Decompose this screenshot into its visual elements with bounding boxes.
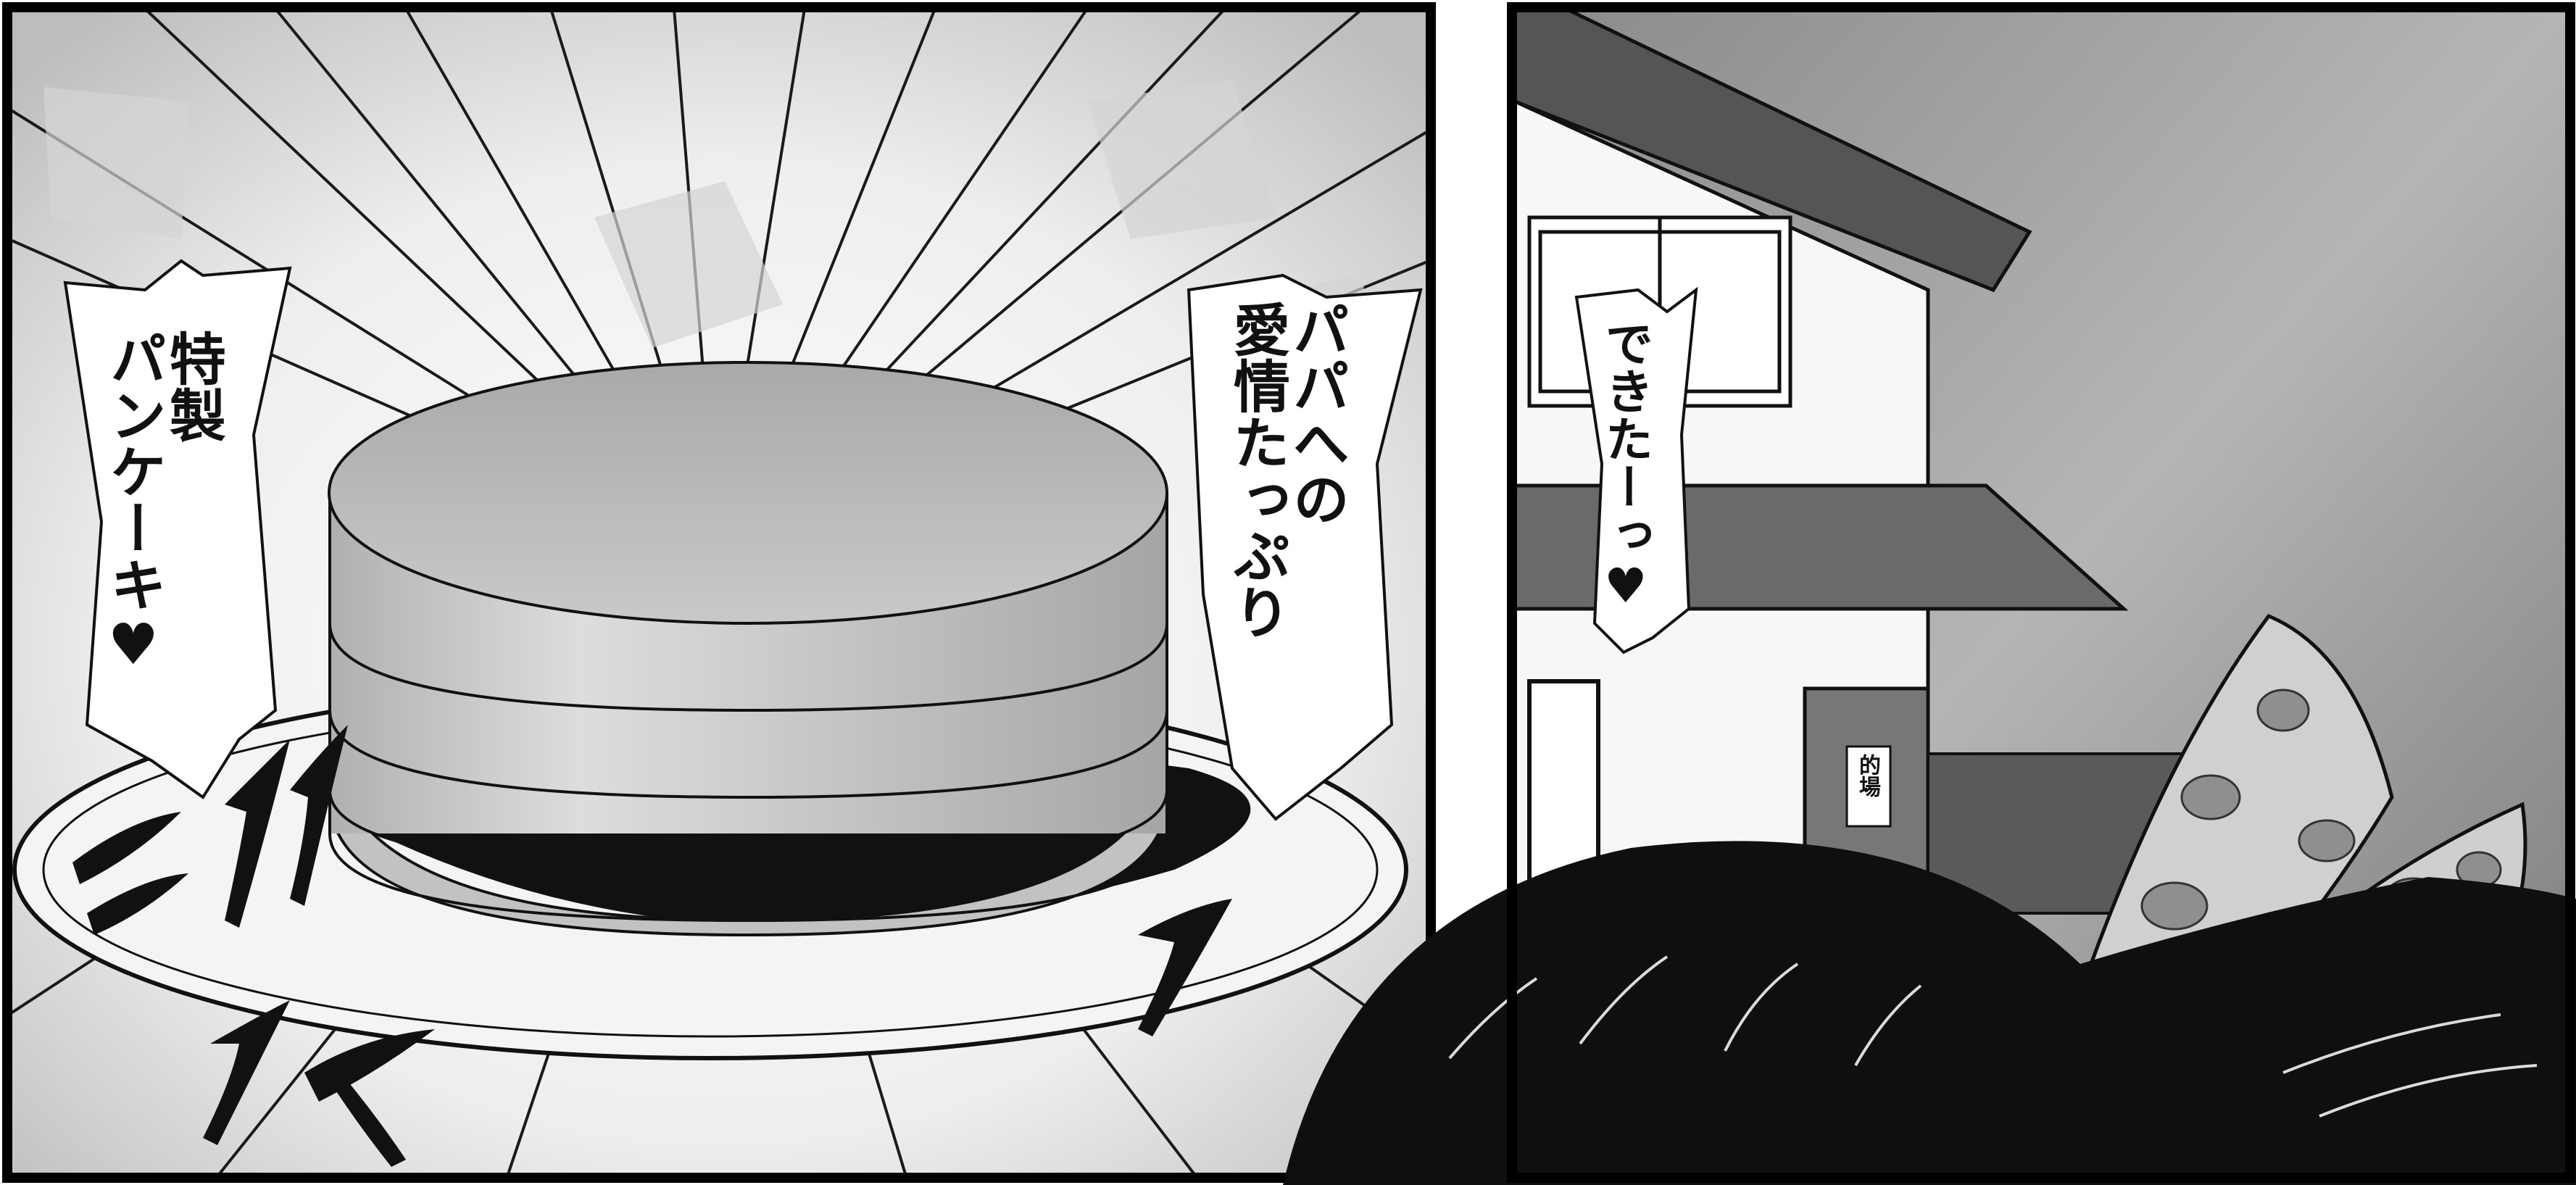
panel-right bbox=[1283, 7, 2576, 1185]
bubble-text-done: できたーっ♥ bbox=[1597, 319, 1654, 614]
panel-right-border bbox=[1507, 2, 2575, 1183]
bubble-text-special: 特製 パンケーキ♥ bbox=[100, 330, 225, 678]
panel-left bbox=[7, 7, 1431, 1178]
speech-bubble-done bbox=[1574, 286, 1698, 654]
nameplate-text: 的場 bbox=[1855, 754, 1880, 797]
sound-effect-marks bbox=[72, 725, 1232, 1167]
speech-bubble-special bbox=[63, 259, 292, 799]
character-hair bbox=[1283, 841, 2576, 1185]
pancake-stack bbox=[328, 361, 1168, 937]
nameplate bbox=[1845, 745, 1892, 828]
speech-bubble-love bbox=[1187, 273, 1423, 821]
bubble-text-love: パパへの 愛情たっぷり bbox=[1223, 301, 1349, 640]
panel-left-border bbox=[2, 2, 1436, 1183]
